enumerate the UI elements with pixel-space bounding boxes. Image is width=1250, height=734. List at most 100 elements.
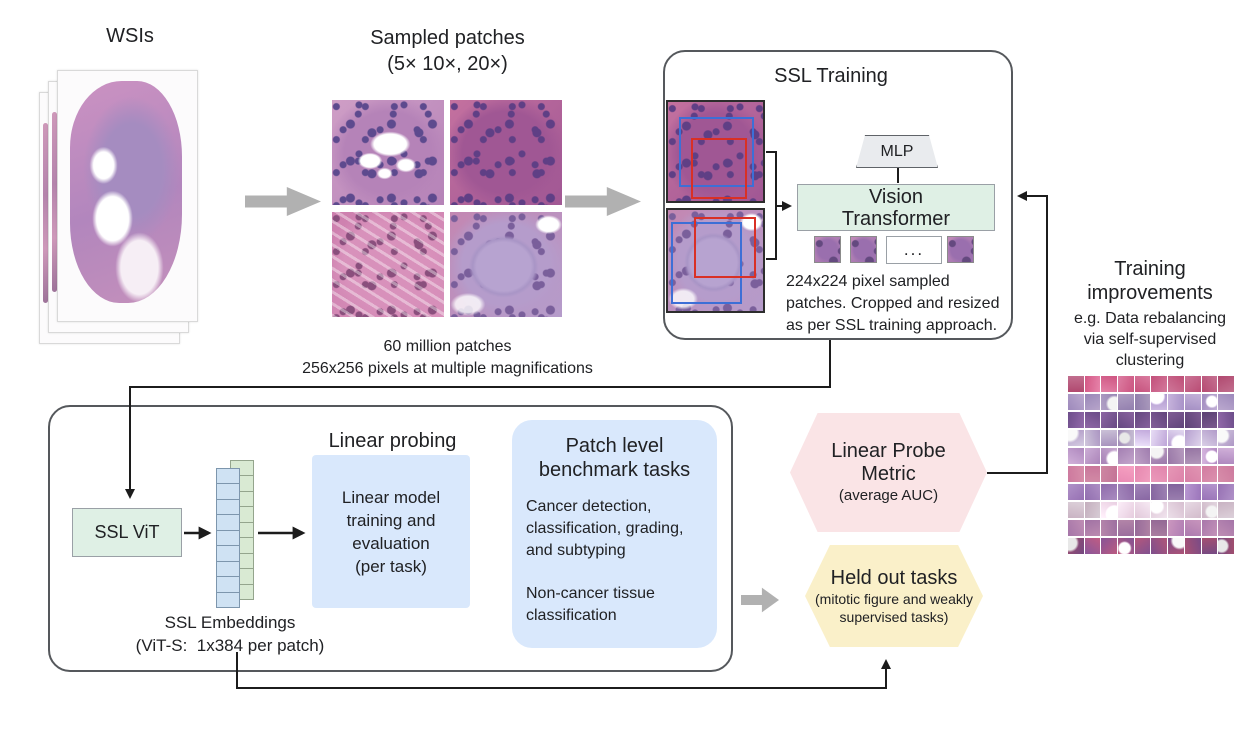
linear-model-block: Linear model training and evaluation (pe… bbox=[312, 455, 470, 608]
cluster-cell bbox=[1084, 484, 1101, 500]
cluster-cell bbox=[1184, 484, 1201, 500]
cluster-cell bbox=[1118, 466, 1134, 482]
ssl-training-title: SSL Training bbox=[774, 65, 888, 87]
ssl-embeddings-dims: (ViT-S: 1x384 per patch) bbox=[135, 636, 325, 655]
cluster-cell bbox=[1134, 376, 1151, 392]
cluster-cell bbox=[1184, 394, 1201, 410]
cluster-cell bbox=[1068, 394, 1084, 410]
cluster-cell bbox=[1168, 538, 1184, 554]
cluster-cell bbox=[1084, 430, 1101, 446]
cluster-cell bbox=[1218, 376, 1234, 392]
cluster-cell bbox=[1201, 430, 1218, 446]
cluster-cell bbox=[1151, 376, 1168, 392]
cluster-cell bbox=[1101, 394, 1118, 410]
cluster-cell bbox=[1201, 394, 1218, 410]
benchmark-body2-line2: classification bbox=[526, 607, 617, 624]
cluster-cell bbox=[1218, 412, 1234, 428]
vision-transformer-block: Vision Transformer bbox=[797, 184, 995, 231]
cluster-cell bbox=[1201, 484, 1218, 500]
patch-size-caption: 256x256 pixels at multiple magnification… bbox=[302, 360, 593, 377]
cluster-cell bbox=[1168, 484, 1184, 500]
training-improvements-sub3: clustering bbox=[1115, 352, 1185, 369]
linear-probing-title: Linear probing bbox=[328, 430, 457, 452]
cluster-cell bbox=[1068, 376, 1084, 392]
cluster-cell bbox=[1151, 520, 1168, 536]
cluster-cell bbox=[1218, 430, 1234, 446]
lpm-title-line2: Metric bbox=[861, 462, 916, 485]
ellipsis-token-box: ... bbox=[886, 236, 942, 264]
patch-image bbox=[332, 212, 444, 317]
lpm-subtitle: (average AUC) bbox=[838, 486, 939, 504]
cluster-cell bbox=[1134, 448, 1151, 464]
cluster-cell bbox=[1084, 520, 1101, 536]
cluster-cell bbox=[1068, 466, 1084, 482]
vit-label-line2: Transformer bbox=[841, 207, 951, 230]
cluster-cell bbox=[1084, 448, 1101, 464]
cluster-cell bbox=[1168, 376, 1184, 392]
cluster-cell bbox=[1118, 412, 1134, 428]
benchmark-body1-line3: and subtyping bbox=[526, 542, 626, 559]
wsi-title: WSIs bbox=[106, 25, 154, 47]
cluster-cell bbox=[1068, 412, 1084, 428]
red-crop-rect bbox=[691, 138, 747, 199]
linear-probe-metric-hexagon: Linear Probe Metric (average AUC) bbox=[790, 413, 987, 532]
token-patch-thumb bbox=[814, 236, 841, 263]
cluster-cell bbox=[1151, 502, 1168, 518]
cluster-cell bbox=[1151, 394, 1168, 410]
cluster-cell bbox=[1068, 520, 1084, 536]
benchmark-body1-line2: classification, grading, bbox=[526, 520, 684, 537]
cluster-cell bbox=[1151, 430, 1168, 446]
linear-model-line1: Linear model bbox=[341, 487, 441, 507]
embedding-cell bbox=[216, 545, 240, 562]
cluster-cell bbox=[1201, 412, 1218, 428]
training-improvements-title1: Training bbox=[1114, 258, 1186, 280]
cluster-cell bbox=[1201, 520, 1218, 536]
embedding-cell bbox=[216, 468, 240, 485]
ellipsis-label: ... bbox=[903, 240, 925, 259]
cluster-cell bbox=[1218, 448, 1234, 464]
embedding-cell bbox=[216, 576, 240, 593]
wsi-slide-front bbox=[57, 70, 198, 322]
cluster-cell bbox=[1201, 538, 1218, 554]
linear-model-line4: (per task) bbox=[355, 556, 427, 576]
cluster-cell bbox=[1118, 394, 1134, 410]
cluster-cell bbox=[1134, 538, 1151, 554]
benchmark-title-line1: Patch level bbox=[565, 435, 664, 457]
cluster-cell bbox=[1168, 466, 1184, 482]
cluster-cell bbox=[1168, 412, 1184, 428]
cluster-cell bbox=[1184, 538, 1201, 554]
patch-benchmark-box: Patch level benchmark tasks Cancer detec… bbox=[512, 420, 717, 648]
cluster-cell bbox=[1101, 430, 1118, 446]
benchmark-body2-line1: Non-cancer tissue bbox=[526, 585, 655, 602]
ssl-caption-line2: patches. Cropped and resized bbox=[786, 295, 1000, 312]
blue-crop-rect bbox=[671, 222, 742, 304]
vit-label-line1: Vision bbox=[868, 185, 924, 208]
token-patch-thumb bbox=[850, 236, 877, 263]
red-crop-rect bbox=[694, 217, 756, 278]
cluster-cell bbox=[1068, 430, 1084, 446]
cluster-cell bbox=[1151, 538, 1168, 554]
cluster-cell bbox=[1101, 502, 1118, 518]
ssl-caption-line3: as per SSL training approach. bbox=[786, 317, 998, 334]
cluster-cell bbox=[1068, 502, 1084, 518]
cluster-cell bbox=[1118, 484, 1134, 500]
cluster-cell bbox=[1218, 394, 1234, 410]
ssl-caption-line1: 224x224 pixel sampled bbox=[786, 273, 950, 290]
sampled-patches-title: Sampled patches bbox=[370, 27, 525, 49]
cluster-cell bbox=[1184, 412, 1201, 428]
cluster-cell bbox=[1118, 502, 1134, 518]
cluster-cell bbox=[1068, 538, 1084, 554]
cluster-cell bbox=[1151, 484, 1168, 500]
patch-count-caption: 60 million patches bbox=[383, 338, 512, 355]
cluster-cell bbox=[1201, 376, 1218, 392]
cluster-patch-grid bbox=[1068, 376, 1234, 554]
cluster-cell bbox=[1084, 466, 1101, 482]
cluster-cell bbox=[1151, 412, 1168, 428]
embedding-cell bbox=[216, 529, 240, 547]
cluster-cell bbox=[1168, 394, 1184, 410]
held-out-tasks-hexagon: Held out tasks (mitotic figure and weakl… bbox=[805, 545, 983, 647]
cluster-cell bbox=[1168, 502, 1184, 518]
cluster-cell bbox=[1184, 448, 1201, 464]
cluster-cell bbox=[1151, 466, 1168, 482]
benchmark-body1-line1: Cancer detection, bbox=[526, 498, 652, 515]
